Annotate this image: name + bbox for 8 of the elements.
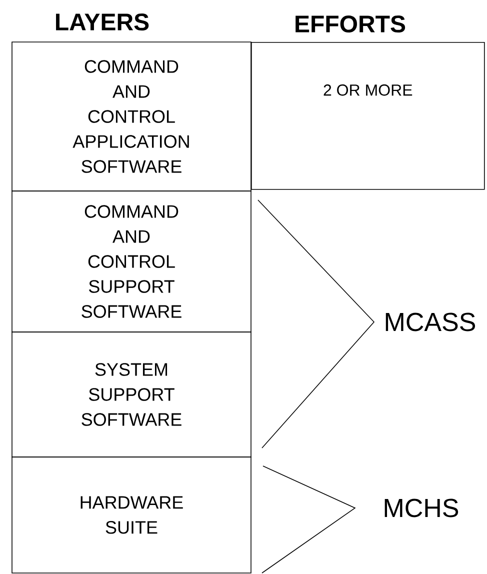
layer-box: COMMAND AND CONTROL SUPPORT SOFTWARE bbox=[12, 190, 252, 332]
layer-box: HARDWARE SUITE bbox=[12, 456, 252, 574]
layer-box: COMMAND AND CONTROL APPLICATION SOFTWARE bbox=[12, 42, 252, 192]
effort-label: MCASS bbox=[386, 312, 476, 332]
layer-box: SYSTEM SUPPORT SOFTWARE bbox=[12, 332, 252, 458]
effort-label: MCHS bbox=[384, 498, 458, 518]
column-heading: EFFORTS bbox=[296, 16, 406, 32]
effort-box: 2 OR MORE bbox=[251, 42, 485, 190]
